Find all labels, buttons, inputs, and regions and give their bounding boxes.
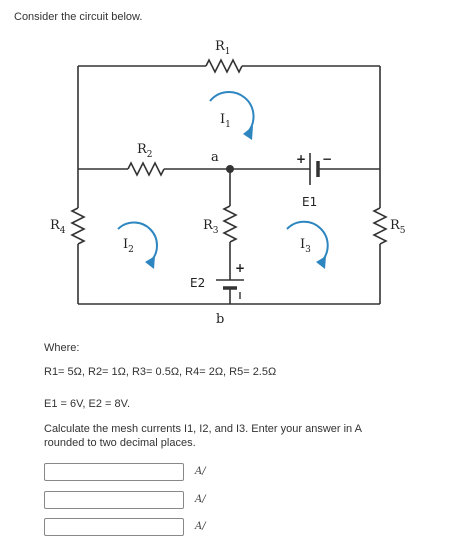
label-e1: E1 (302, 195, 317, 209)
resistor-r2 (127, 161, 165, 177)
circuit-diagram: R1 R2 R3 R4 R5 I1 I2 I3 a b E1 E2 + − + (50, 39, 406, 327)
answer-input-i2[interactable] (44, 491, 184, 509)
resistor-values: R1= 5Ω, R2= 1Ω, R3= 0.5Ω, R4= 2Ω, R5= 2.… (44, 366, 277, 378)
mesh-arrowhead-i1 (243, 126, 253, 140)
label-r3: R3 (203, 218, 219, 236)
label-e2: E2 (190, 276, 205, 290)
label-node-a: a (211, 150, 219, 165)
format-icon[interactable]: A/ (195, 494, 206, 505)
label-i1: I1 (220, 112, 231, 130)
resistor-r4 (70, 207, 86, 245)
mesh-arrow-i1 (209, 91, 255, 133)
mesh-arrow-i2 (117, 221, 158, 263)
emf-values: E1 = 6V, E2 = 8V. (44, 398, 131, 410)
node-a-dot (226, 165, 234, 173)
label-r2: R2 (137, 142, 153, 160)
answer-row-i3: A/ (44, 518, 224, 538)
resistor-r1 (205, 58, 243, 74)
label-i2: I2 (123, 237, 134, 255)
answer-row-i1: A/ (44, 463, 224, 483)
answer-input-i1[interactable] (44, 463, 184, 481)
question-text: Calculate the mesh currents I1, I2, and … (44, 423, 362, 449)
format-icon[interactable]: A/ (195, 466, 206, 477)
mesh-arrowhead-i3 (316, 256, 326, 269)
resistor-r3 (222, 205, 238, 243)
label-i3: I3 (300, 237, 311, 255)
label-node-b: b (216, 312, 224, 327)
resistor-r5 (372, 207, 388, 245)
e2-plus-sign: + (235, 261, 245, 275)
mesh-arrow-i3 (286, 220, 329, 263)
label-r4: R4 (50, 218, 66, 236)
answer-input-i3[interactable] (44, 518, 184, 536)
e1-minus-sign: − (322, 152, 332, 166)
answer-row-i2: A/ (44, 491, 224, 511)
mesh-arrowhead-i2 (145, 256, 155, 269)
e1-plus-sign: + (296, 152, 306, 166)
problem-intro: Consider the circuit below. (14, 11, 143, 23)
where-label: Where: (44, 342, 80, 354)
format-icon[interactable]: A/ (195, 521, 206, 532)
label-r1: R1 (215, 39, 231, 57)
label-r5: R5 (390, 218, 406, 236)
